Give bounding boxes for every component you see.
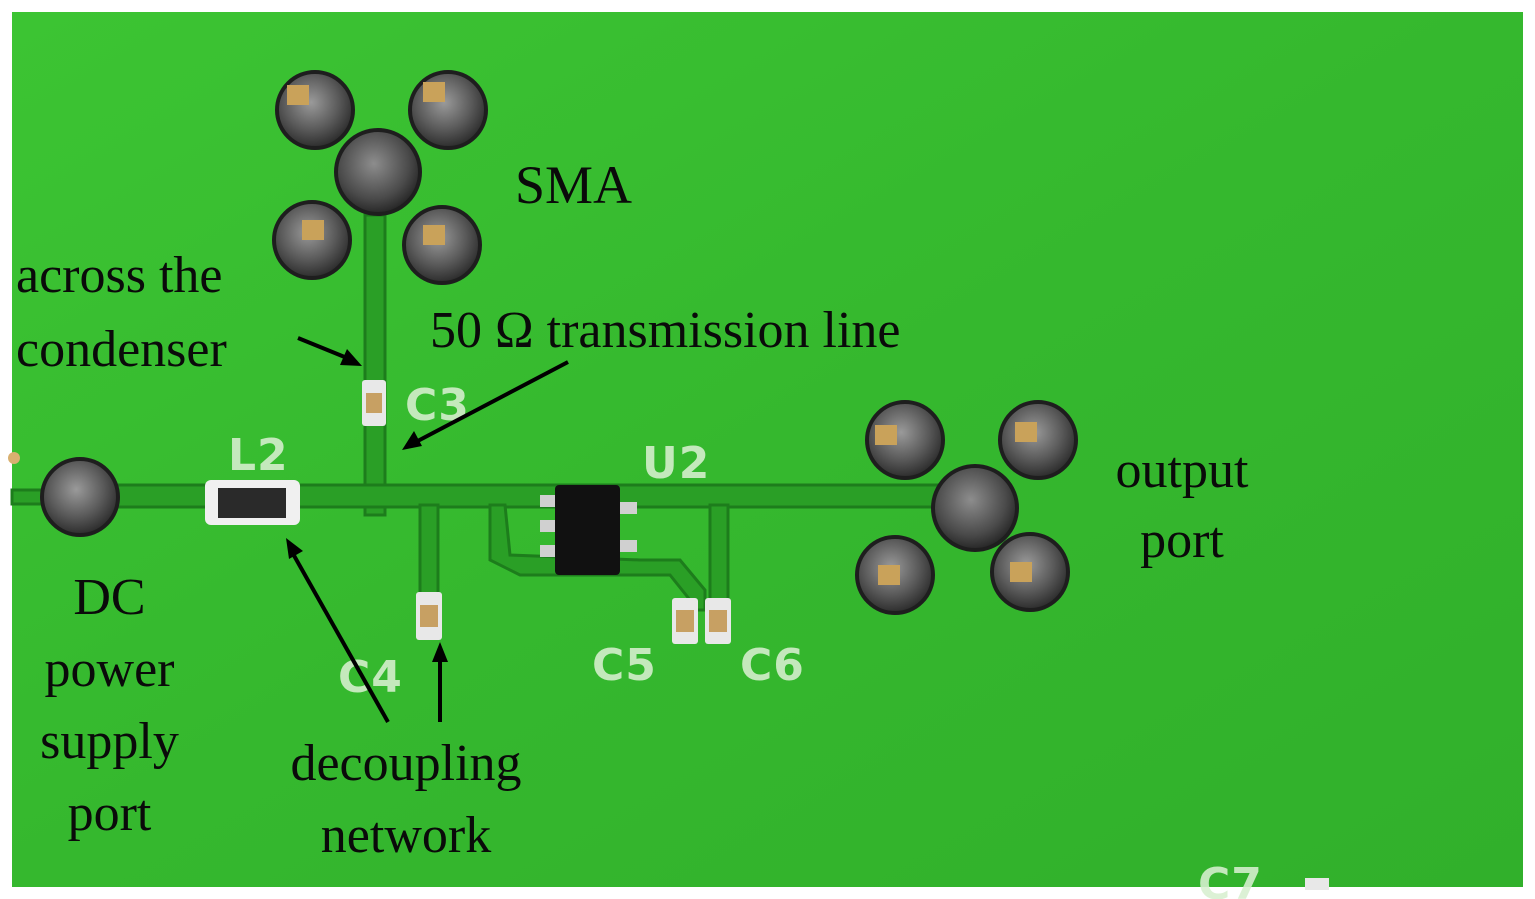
label-decoupling-network: decoupling network bbox=[256, 738, 556, 862]
capacitor-c4 bbox=[416, 592, 442, 640]
label-dc-line1: DC bbox=[73, 569, 146, 626]
sma-connector-output bbox=[855, 400, 1078, 615]
label-output-line1: output bbox=[1115, 442, 1249, 499]
silk-c7: C7 bbox=[1198, 859, 1263, 899]
trace-c6-branch bbox=[708, 503, 730, 612]
dc-supply-via bbox=[8, 452, 120, 537]
annotation-arrows bbox=[286, 336, 569, 723]
arrowhead-decoupling-l2 bbox=[286, 538, 303, 559]
silk-l2: L2 bbox=[228, 430, 289, 481]
label-transmission-line: 50 Ω transmission line bbox=[430, 302, 901, 359]
label-sma: SMA bbox=[515, 155, 633, 215]
silk-c5: C5 bbox=[592, 640, 657, 691]
label-dc-line4: port bbox=[67, 785, 152, 842]
inductor-l2 bbox=[205, 480, 300, 525]
arrowhead-transmission-line bbox=[402, 431, 422, 450]
label-output-line2: port bbox=[1140, 512, 1224, 569]
arrowhead-decoupling-c4 bbox=[432, 642, 448, 662]
board-edge-bottom bbox=[0, 887, 1535, 899]
label-dc-power-supply-port: DC power supply port bbox=[12, 572, 207, 840]
silk-c4: C4 bbox=[338, 652, 403, 703]
capacitor-c7 bbox=[1305, 878, 1329, 890]
capacitor-c3 bbox=[362, 380, 386, 426]
label-decoupling-line1: decoupling bbox=[290, 735, 522, 792]
label-dc-line2: power bbox=[44, 641, 175, 698]
silk-c6: C6 bbox=[740, 640, 805, 691]
label-decoupling-line2: network bbox=[320, 807, 492, 864]
label-across-line2: condenser bbox=[16, 321, 227, 378]
chip-u2 bbox=[540, 485, 637, 575]
arrowhead-across-condenser bbox=[340, 349, 362, 366]
arrow-across-condenser bbox=[297, 336, 353, 362]
sma-connector-input bbox=[272, 70, 488, 285]
trace-vertical-sma bbox=[363, 213, 387, 517]
pcb-background bbox=[12, 12, 1523, 887]
silk-c3: C3 bbox=[405, 380, 470, 431]
arrow-transmission-line bbox=[411, 360, 569, 446]
capacitor-c6 bbox=[705, 598, 731, 644]
label-across-condenser: across the condenser bbox=[16, 250, 227, 376]
label-across-line1: across the bbox=[16, 247, 223, 304]
label-output-port: output port bbox=[1092, 445, 1272, 567]
silk-u2: U2 bbox=[642, 438, 710, 489]
arrow-decoupling-l2 bbox=[290, 551, 390, 723]
capacitor-c5 bbox=[672, 598, 698, 644]
label-dc-line3: supply bbox=[40, 713, 179, 770]
